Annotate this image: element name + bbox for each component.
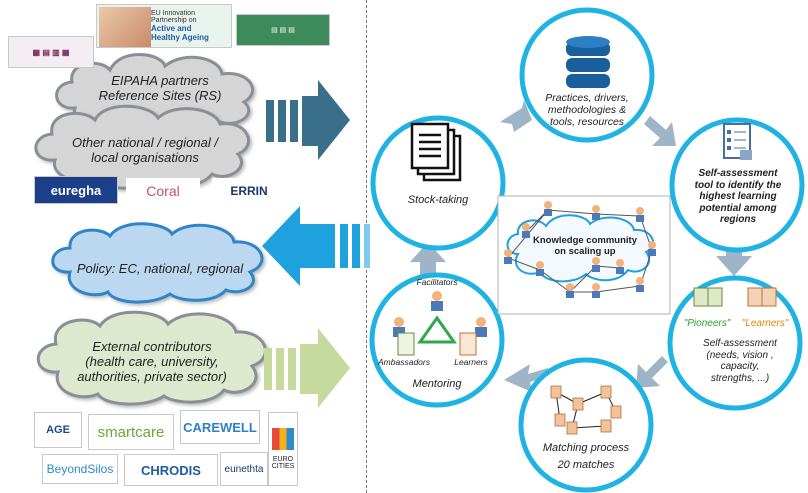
checklist-icon (723, 123, 752, 160)
circle-stock-taking (370, 115, 506, 251)
carewell-logo: CAREWELL (180, 410, 260, 444)
database-icon (566, 36, 610, 88)
matching-label: Matching process 20 matches (542, 442, 630, 471)
cloud-policy (51, 222, 264, 304)
learners-label: Learners (454, 357, 488, 367)
age-logo: AGE (34, 412, 82, 448)
ambassadors-label: Ambassadors (378, 357, 430, 367)
cloud-eip-text: EIPAHA partners Reference Sites (RS) (98, 73, 222, 103)
eurocities-logo: EURO CITIES (268, 412, 298, 486)
errin-logo: ERRIN (212, 178, 286, 204)
mentoring-label: Mentoring (412, 378, 462, 390)
circle-self-assessment (667, 275, 803, 411)
banner-photo (99, 7, 151, 47)
eurocities-grid (272, 428, 294, 450)
facilitators-label: Facilitators (416, 277, 458, 287)
arrow-external-to-cycle (264, 328, 350, 408)
word-cloud-graphic: ▦ ▤ ▥ ▦ (32, 47, 70, 57)
banner-title: EU Innovation Partnership on (151, 9, 197, 25)
cloud-external-contributors (36, 310, 267, 406)
self-assessment-label: Self-assessment (needs, vision , capacit… (703, 338, 777, 384)
cloud-policy-text: Policy: EC, national, regional (76, 261, 244, 276)
learner-person-icon (459, 317, 487, 356)
practices-label: Practices, drivers, methodologies & tool… (545, 92, 629, 129)
word-cloud-logo: ▦ ▤ ▥ ▦ (8, 36, 94, 68)
arrow-to-cycle-top (266, 80, 350, 160)
pioneers-label: "Pioneers" (683, 318, 731, 329)
eunethta-logo: eunethta (220, 452, 268, 486)
knowledge-people-icons (504, 201, 656, 298)
pioneers-doc-icon (693, 287, 723, 307)
ambassador-person-icon (393, 317, 415, 356)
circle-mentoring (369, 272, 505, 408)
stock-taking-label: Stock-taking (407, 194, 469, 206)
document-stack-icon (410, 122, 462, 182)
self-tool-label: Self-assessment tool to identify the hig… (694, 168, 782, 225)
knowledge-label: Knowledge community on scaling up (533, 235, 637, 257)
matching-network-icon (550, 385, 622, 435)
reference-site-graphic: ▤ ▤ ▤ (271, 27, 295, 34)
coral-logo: Coral (126, 178, 200, 204)
reference-site-logo: ▤ ▤ ▤ (236, 14, 330, 46)
eip-aha-banner: EU Innovation Partnership on Active and … (96, 4, 232, 48)
cloud-other-text: Other national / regional / local organi… (72, 135, 218, 165)
smartcare-logo: smartcare (88, 414, 174, 450)
cycle-arrows (410, 100, 752, 392)
cloud-external-text: External contributors (health care, univ… (77, 339, 227, 384)
cloud-other-organisations (34, 104, 250, 190)
beyondsilos-logo: BeyondSilos (42, 454, 118, 484)
learners-quote-label: "Learners" (741, 318, 789, 329)
mentoring-triangle-icon (417, 315, 457, 344)
learners-doc-icon (747, 287, 777, 307)
arrow-to-policy (262, 206, 370, 286)
euregha-logo: euregha (34, 176, 118, 204)
chrodis-logo: CHRODIS (124, 454, 218, 486)
circle-self-tool (669, 117, 805, 253)
facilitator-person-icon (431, 291, 443, 311)
banner-subtitle: Active and Healthy Ageing (151, 23, 209, 42)
